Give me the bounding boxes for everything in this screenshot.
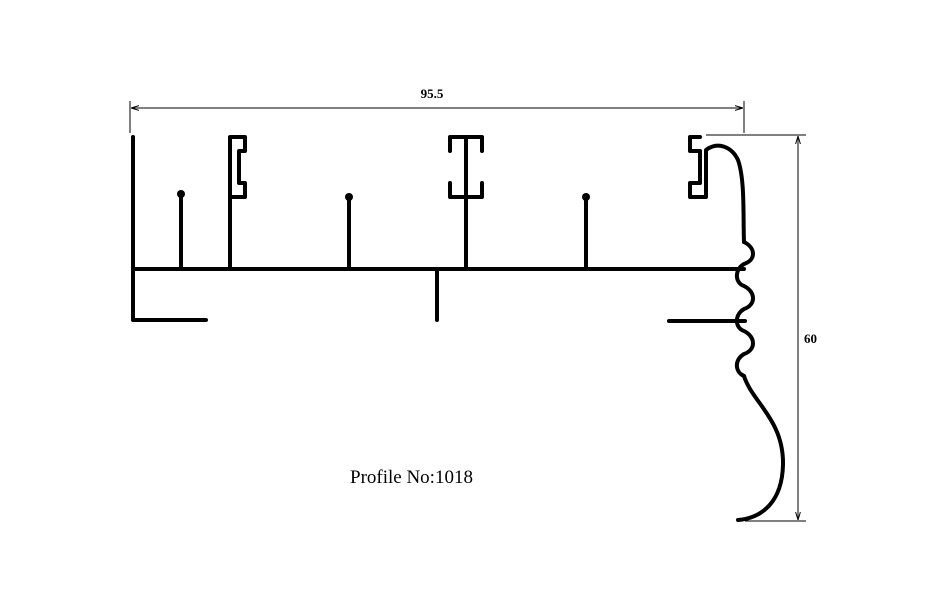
- profile-section: [131, 135, 786, 522]
- fin-2: [345, 193, 353, 271]
- height-dimension-label: 60: [804, 331, 817, 346]
- right-wavy-wall: [734, 240, 755, 378]
- right-hook: [688, 135, 746, 244]
- profile-caption: Profile No:1018: [350, 467, 473, 488]
- width-dimension: 95.5: [129, 86, 745, 133]
- height-dimension: 60: [706, 134, 817, 522]
- center-t-channel-flange: [448, 135, 484, 199]
- left-bottom-leg: [131, 267, 208, 322]
- left-c-channel: [228, 135, 247, 271]
- right-bottom-curve: [736, 374, 786, 522]
- fin-1: [177, 190, 185, 271]
- fin-3: [582, 193, 590, 271]
- width-dimension-label: 95.5: [421, 86, 444, 101]
